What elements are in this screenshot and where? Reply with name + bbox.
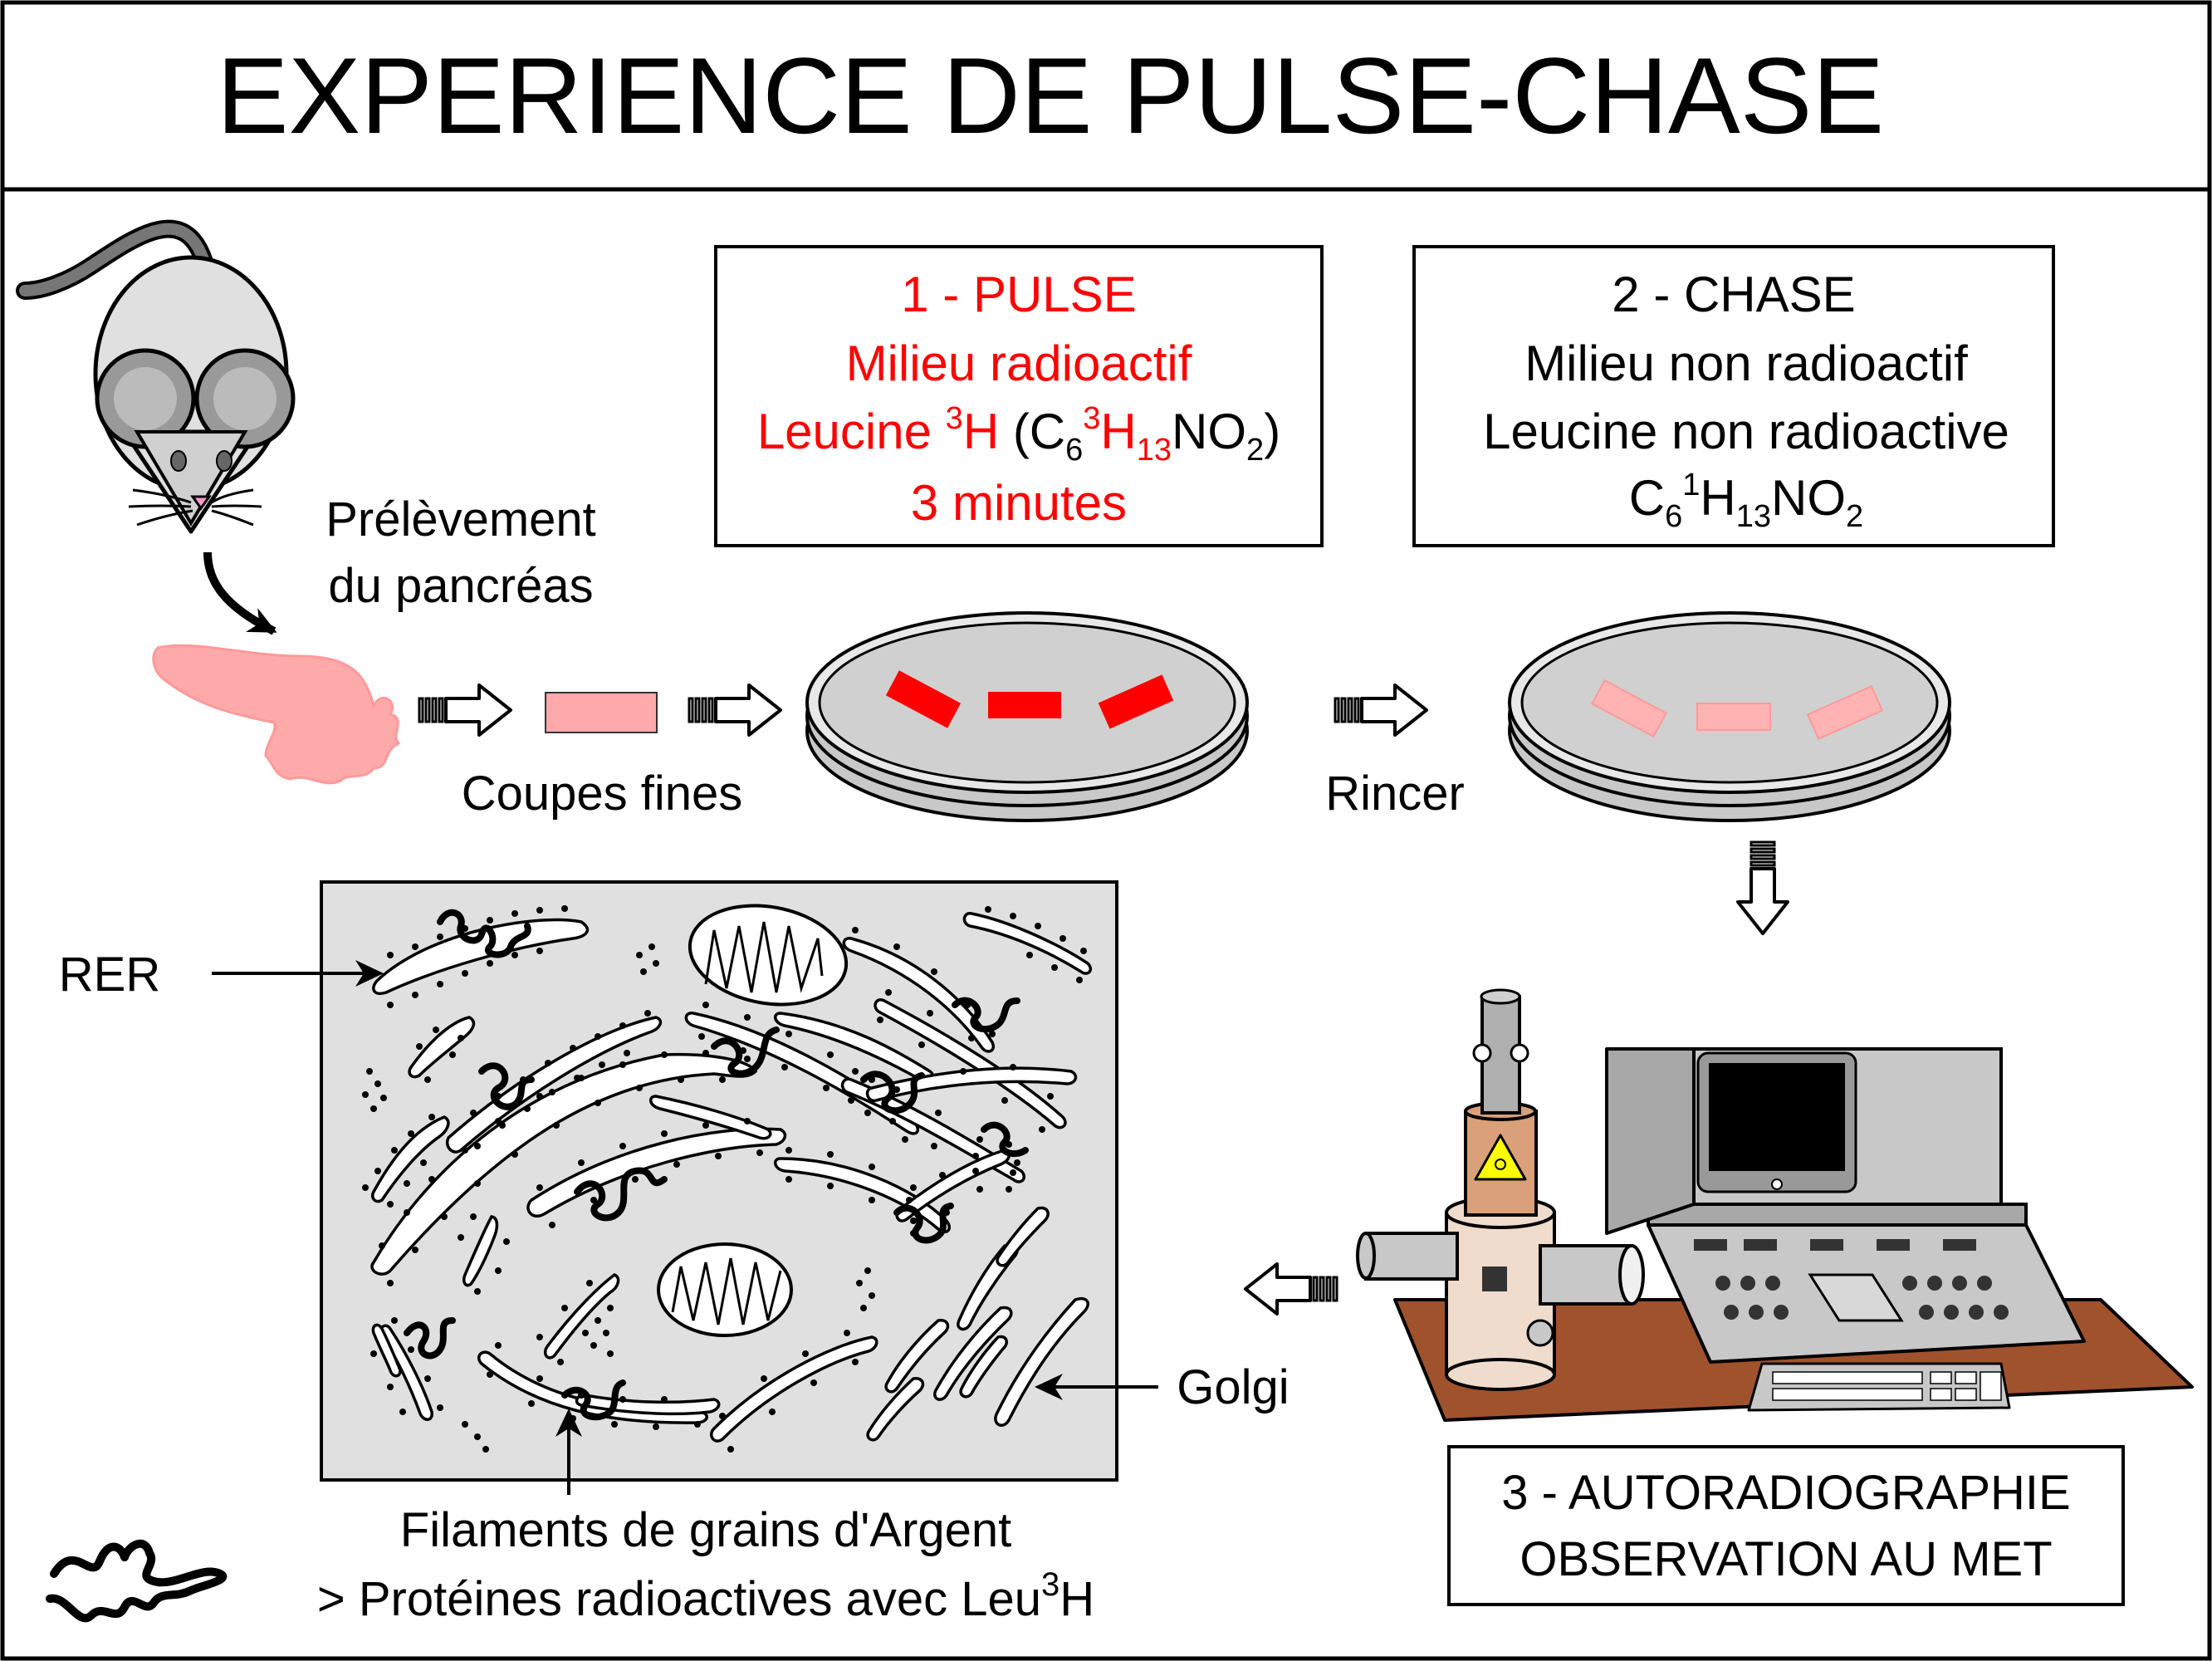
pulse-slice-middle (988, 692, 1061, 718)
chase-slice-left (1591, 679, 1667, 738)
pulse-title: 1 - PULSE (901, 267, 1136, 322)
legend-line2: > Protéines radioactives avec Leu3H (317, 1566, 1094, 1626)
pulse-duration: 3 minutes (911, 475, 1127, 531)
autoradiography-box (1447, 1445, 2125, 1606)
pancreas-tissue (152, 644, 401, 785)
chase-leucine: Leucine non radioactive (1483, 404, 2009, 459)
pulse-slice-right (1098, 674, 1174, 729)
laser-warning-icon (1474, 1134, 1527, 1181)
cell-micrograph (320, 880, 1118, 1482)
electron-microscope-station (1356, 988, 2194, 1422)
chase-title: 2 - CHASE (1612, 267, 1855, 322)
pulse-medium: Milieu radioactif (846, 336, 1192, 391)
rinse-label: Rincer (1325, 767, 1465, 821)
legend-line1: Filaments de grains d'Argent (400, 1503, 1011, 1557)
golgi-label: Golgi (1177, 1360, 1289, 1414)
autoradiography-line2: OBSERVATION AU MET (1520, 1532, 2052, 1586)
silver-filament-icon (46, 1539, 228, 1623)
mouse-illustration (16, 219, 296, 534)
chase-box (1412, 245, 2055, 547)
dissection-arrow (203, 551, 277, 635)
rer-label: RER (59, 948, 160, 1002)
page-title: EXPERIENCE DE PULSE-CHASE (217, 35, 1884, 156)
autoradiography-line1: 3 - AUTORADIOGRAPHIE (1501, 1466, 2070, 1520)
chase-slice-middle (1696, 703, 1771, 731)
chase-medium: Milieu non radioactif (1524, 336, 1968, 391)
chase-formula: C61H13NO2 (1629, 468, 1863, 534)
cut-label: Coupes fines (462, 767, 743, 821)
dissection-label-line2: du pancréas (328, 559, 593, 613)
pulse-slice-left (885, 670, 962, 728)
chase-slice-right (1806, 684, 1884, 741)
dissection-label-line1: Prélèvement (325, 492, 596, 546)
tissue-slice (545, 692, 658, 733)
pulse-box (714, 245, 1324, 547)
pulse-leucine: Leucine 3H (C63H13NO2) (757, 401, 1280, 468)
